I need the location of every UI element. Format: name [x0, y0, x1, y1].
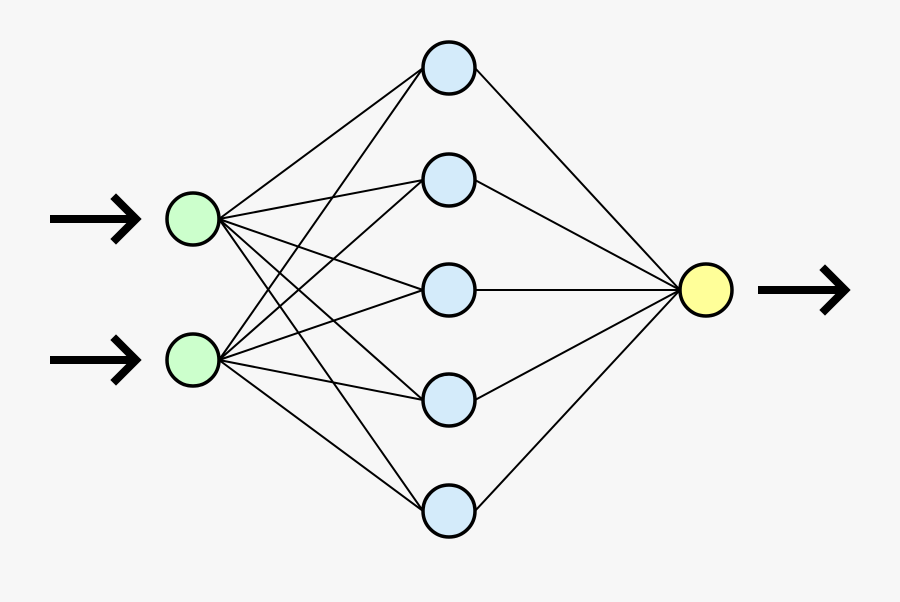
connection-input-1-to-hidden-1: [218, 67, 424, 220]
output-node-1: [678, 262, 734, 318]
connections: [218, 67, 681, 512]
connection-input-1-to-hidden-3: [218, 218, 424, 291]
connection-input-2-to-hidden-3: [218, 289, 424, 361]
input-arrow-1: [50, 193, 142, 245]
connection-input-2-to-hidden-4: [218, 359, 424, 401]
connection-hidden-4-to-output-1: [474, 289, 681, 401]
input-node-2: [165, 332, 221, 388]
connection-input-2-to-hidden-1: [218, 67, 424, 361]
connection-hidden-1-to-output-1: [474, 67, 681, 291]
connection-input-2-to-hidden-5: [218, 359, 424, 512]
connection-input-2-to-hidden-2: [218, 179, 424, 361]
arrows: [50, 193, 851, 386]
connection-input-1-to-hidden-2: [218, 179, 424, 220]
connection-input-1-to-hidden-4: [218, 218, 424, 401]
output-arrow-1-head: [819, 264, 851, 316]
hidden-node-1: [421, 40, 477, 96]
input-arrow-1-head: [110, 193, 142, 245]
hidden-node-4: [421, 372, 477, 428]
connection-hidden-5-to-output-1: [474, 289, 681, 512]
hidden-node-5: [421, 483, 477, 539]
output-arrow-1: [758, 264, 851, 316]
hidden-node-2: [421, 152, 477, 208]
input-node-1: [165, 191, 221, 247]
input-arrow-2: [50, 334, 142, 386]
input-arrow-2-head: [110, 334, 142, 386]
connection-hidden-2-to-output-1: [474, 179, 681, 291]
connection-input-1-to-hidden-5: [218, 218, 424, 512]
hidden-node-3: [421, 262, 477, 318]
nodes: [165, 40, 734, 539]
